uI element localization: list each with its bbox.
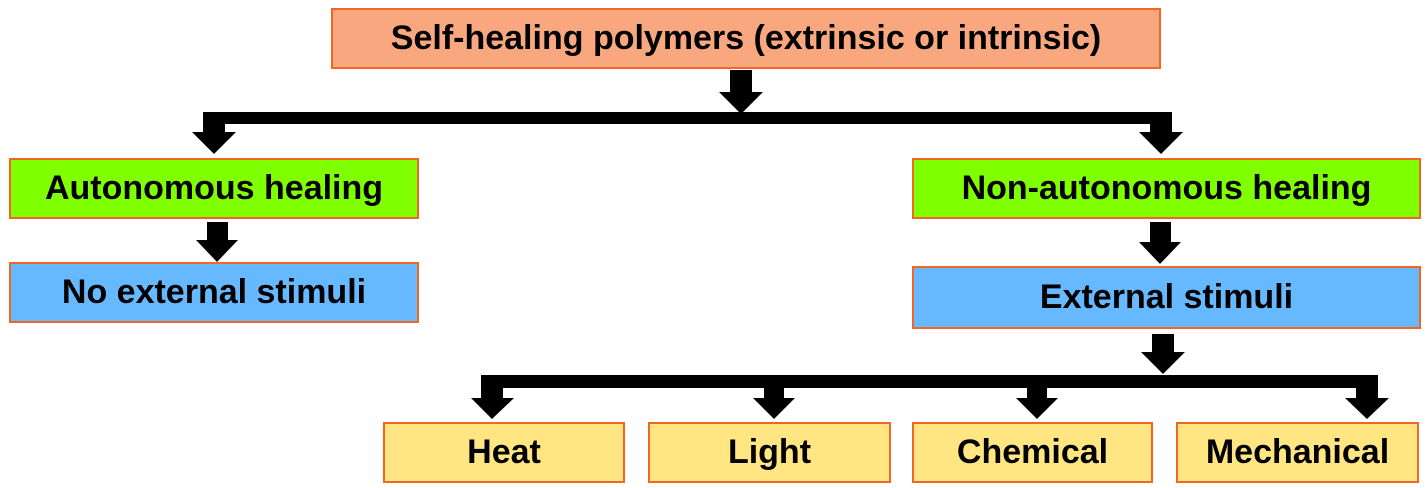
connector-top-bar (192, 112, 1183, 154)
external-stimuli-node: External stimuli (912, 266, 1421, 329)
no-external-label: No external stimuli (61, 273, 367, 311)
stimulus-light: Light (648, 422, 891, 483)
arrow-non-autonomous-down (1139, 222, 1181, 264)
autonomous-healing-node: Autonomous healing (9, 158, 419, 219)
stimulus-mechanical: Mechanical (1176, 422, 1419, 483)
arrow-autonomous-down (196, 222, 238, 262)
connector-bottom-bar (471, 375, 1389, 419)
stimulus-heat: Heat (383, 422, 625, 483)
non-autonomous-label: Non-autonomous healing (961, 169, 1372, 207)
root-label: Self-healing polymers (extrinsic or intr… (390, 19, 1102, 57)
root-node: Self-healing polymers (extrinsic or intr… (331, 8, 1161, 69)
autonomous-label: Autonomous healing (44, 169, 384, 207)
arrow-external-down (1141, 334, 1185, 374)
stimulus-label: Mechanical (1205, 433, 1390, 471)
no-external-stimuli-node: No external stimuli (9, 262, 419, 323)
stimulus-label: Light (727, 433, 812, 471)
stimulus-label: Heat (467, 433, 541, 471)
stimulus-chemical: Chemical (912, 422, 1153, 483)
arrow-root-down (719, 70, 763, 114)
external-label: External stimuli (1039, 278, 1294, 316)
non-autonomous-healing-node: Non-autonomous healing (912, 158, 1421, 219)
stimulus-label: Chemical (956, 433, 1109, 471)
